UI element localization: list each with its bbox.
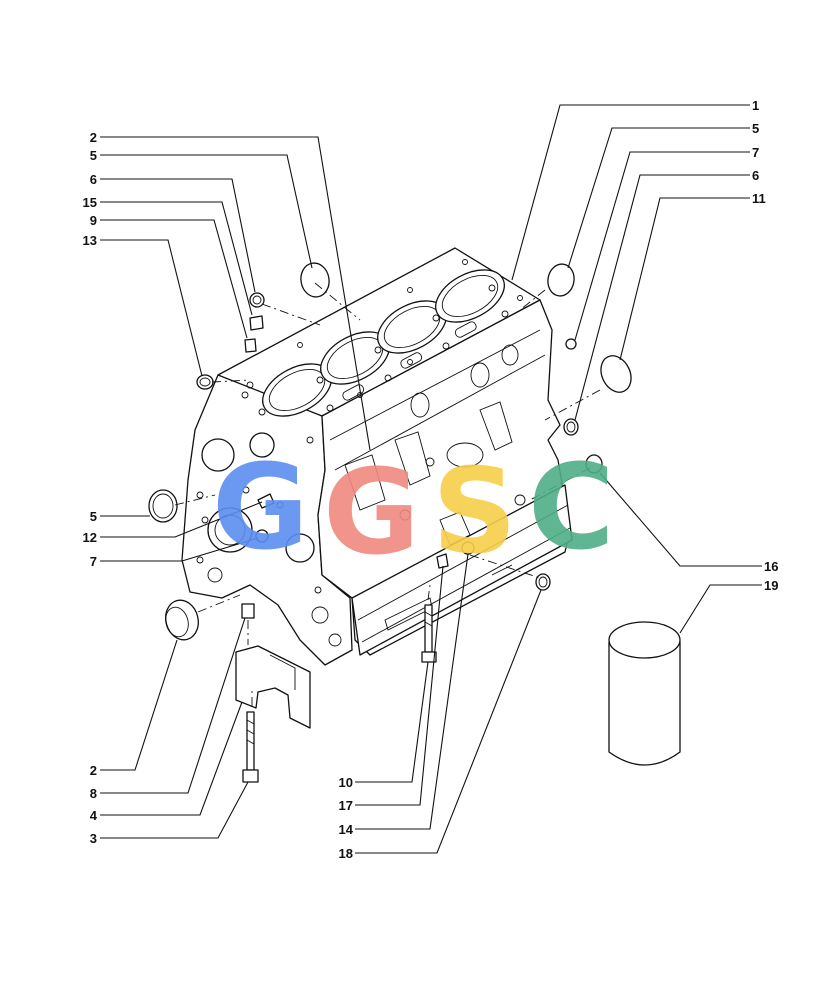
callout-7-mid-left: 7 xyxy=(90,554,97,569)
callout-6-top-left: 6 xyxy=(90,172,97,187)
callout-7-top-right: 7 xyxy=(752,145,759,160)
callout-8: 8 xyxy=(90,786,97,801)
callout-9: 9 xyxy=(90,213,97,228)
callout-labels: 1 5 7 6 11 2 5 6 15 9 13 5 12 7 16 19 2 … xyxy=(83,98,779,861)
callout-5-top-right: 5 xyxy=(752,121,759,136)
watermark: G G S C xyxy=(212,438,615,581)
watermark-letter-2: G xyxy=(323,443,420,581)
callout-2-top-left: 2 xyxy=(90,130,97,145)
callout-3: 3 xyxy=(90,831,97,846)
callout-15: 15 xyxy=(83,195,97,210)
callout-6-top-right: 6 xyxy=(752,168,759,183)
callout-11: 11 xyxy=(752,191,766,206)
loose-parts xyxy=(148,262,681,783)
callout-5-top-left: 5 xyxy=(90,148,97,163)
callout-19: 19 xyxy=(764,578,778,593)
callout-2-bottom-left: 2 xyxy=(90,763,97,778)
watermark-letter-4: C xyxy=(528,438,615,576)
watermark-letter-3: S xyxy=(432,442,517,580)
callout-5-mid-left: 5 xyxy=(90,509,97,524)
callout-14: 14 xyxy=(339,822,354,837)
watermark-letter-1: G xyxy=(212,438,309,576)
callout-12: 12 xyxy=(83,530,97,545)
callout-10: 10 xyxy=(339,775,353,790)
callout-13: 13 xyxy=(83,233,97,248)
leader-lines xyxy=(100,104,762,854)
callout-18: 18 xyxy=(339,846,353,861)
callout-17: 17 xyxy=(339,798,353,813)
callout-16: 16 xyxy=(764,559,778,574)
callout-4: 4 xyxy=(90,808,98,823)
callout-1: 1 xyxy=(752,98,759,113)
axis-lines xyxy=(174,282,601,706)
cylinder-block xyxy=(181,247,573,666)
